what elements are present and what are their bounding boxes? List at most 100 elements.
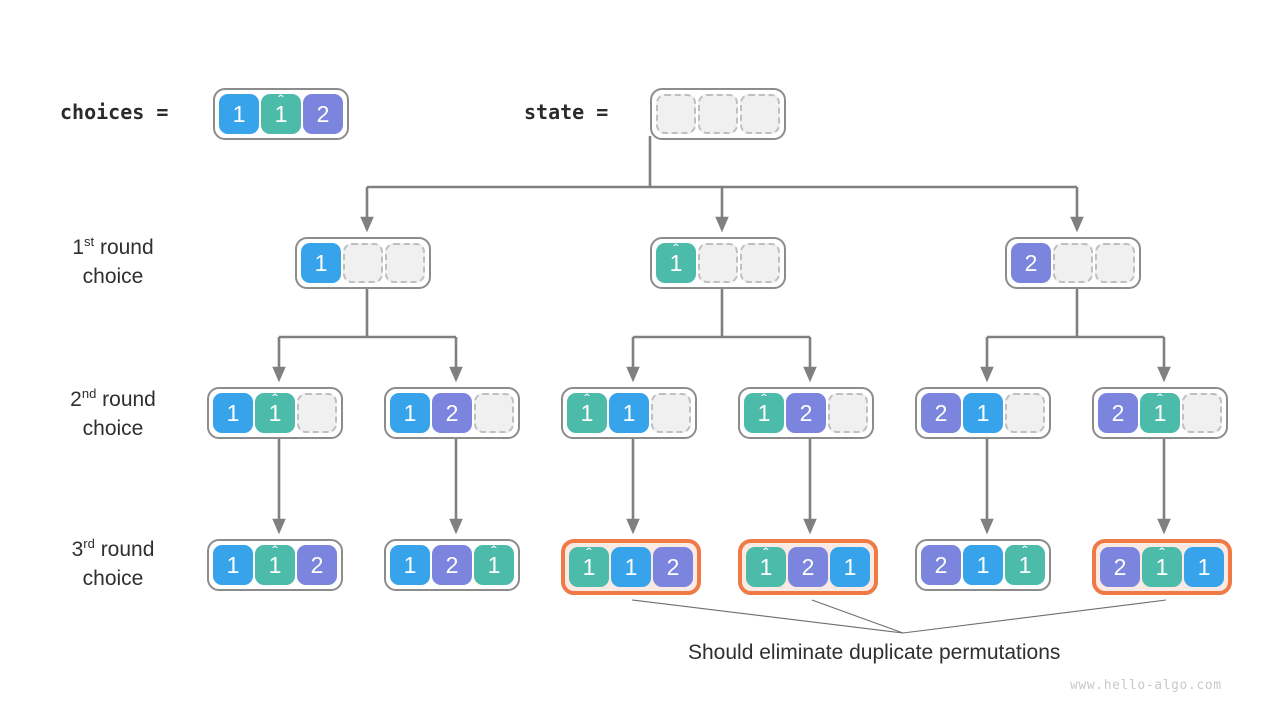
- cell-value: 1: [314, 249, 328, 276]
- hat-icon: ˆ: [1159, 544, 1165, 564]
- cell-value: 1: [403, 551, 417, 578]
- cell-value: 1: [226, 399, 240, 426]
- state-array[interactable]: [650, 88, 786, 140]
- round2-node-3-cell-3: [651, 393, 691, 433]
- cell-value: 1: [976, 551, 990, 578]
- cell-value: 1: [268, 551, 282, 578]
- cell-value: 1: [232, 100, 246, 127]
- hat-icon: ˆ: [272, 542, 278, 562]
- cell-value: 2: [310, 551, 324, 578]
- hat-icon: ˆ: [1022, 542, 1028, 562]
- hat-icon: ˆ: [584, 390, 590, 410]
- cell-value: 1: [580, 399, 594, 426]
- round2-node-4-cell-3: [828, 393, 868, 433]
- cell-value: 1: [403, 399, 417, 426]
- round-label-1-line1: 1st round: [72, 234, 154, 259]
- round1-node-2-cell-2: [698, 243, 738, 283]
- round2-node-1-cell-1: 1: [213, 393, 253, 433]
- hat-icon: ˆ: [272, 390, 278, 410]
- round2-node-4-cell-2: 2: [786, 393, 826, 433]
- cell-value: 1: [1153, 399, 1167, 426]
- round2-node-2-cell-1: 1: [390, 393, 430, 433]
- hat-icon: ˆ: [763, 544, 769, 564]
- cell-value: 1: [669, 249, 683, 276]
- round2-node-5-cell-3: [1005, 393, 1045, 433]
- hat-icon: ˆ: [586, 544, 592, 564]
- cell-value: 1: [624, 553, 638, 580]
- round3-node-6-cell-1: 2: [1100, 547, 1140, 587]
- cell-value: 2: [799, 399, 813, 426]
- state-array-cell-3: [740, 94, 780, 134]
- round-label-3-line2: choice: [82, 567, 144, 590]
- cell-value: 2: [934, 399, 948, 426]
- cell-value: 2: [316, 100, 330, 127]
- cell-value: 1: [976, 399, 990, 426]
- round-label-1: 1st round choice: [18, 233, 208, 291]
- cell-value: 2: [445, 551, 459, 578]
- round1-node-3[interactable]: 2: [1005, 237, 1141, 289]
- cell-value: 1: [1197, 553, 1211, 580]
- round-label-3: 3rd round choice: [18, 535, 208, 593]
- round3-node-5-cell-2: 1: [963, 545, 1003, 585]
- cell-value: 2: [1113, 553, 1127, 580]
- round3-node-6-cell-3: 1: [1184, 547, 1224, 587]
- callout-leader-3: [902, 599, 1167, 634]
- round2-node-2-cell-2: 2: [432, 393, 472, 433]
- cell-value: 1: [622, 399, 636, 426]
- cell-value: 1: [226, 551, 240, 578]
- choices-array-cell-1: 1: [219, 94, 259, 134]
- round2-node-1-cell-3: [297, 393, 337, 433]
- cell-value: 1: [274, 100, 288, 127]
- cell-value: 1: [1018, 551, 1032, 578]
- choices-array-cell-3: 2: [303, 94, 343, 134]
- round1-node-3-cell-1: 2: [1011, 243, 1051, 283]
- round1-node-1[interactable]: 1: [295, 237, 431, 289]
- cell-value: 2: [445, 399, 459, 426]
- choices-label: choices =: [60, 100, 169, 124]
- state-array-cell-1: [656, 94, 696, 134]
- cell-value: 2: [801, 553, 815, 580]
- hat-icon: ˆ: [1157, 390, 1163, 410]
- round-label-2: 2nd round choice: [18, 385, 208, 443]
- round-label-3-line1: 3rd round: [71, 536, 155, 561]
- cell-value: 1: [268, 399, 282, 426]
- round-label-2-line2: choice: [82, 417, 144, 440]
- state-array-cell-2: [698, 94, 738, 134]
- round3-node-1-cell-1: 1: [213, 545, 253, 585]
- duplicate-caption: Should eliminate duplicate permutations: [688, 641, 1061, 664]
- round-label-1-line2: choice: [82, 265, 144, 288]
- round3-node-1-cell-3: 2: [297, 545, 337, 585]
- cell-value: 1: [757, 399, 771, 426]
- round3-node-4-cell-2: 2: [788, 547, 828, 587]
- round2-node-5-cell-1: 2: [921, 393, 961, 433]
- cell-value: 1: [1155, 553, 1169, 580]
- round3-node-4-cell-3: 1: [830, 547, 870, 587]
- round3-node-2-cell-1: 1: [390, 545, 430, 585]
- watermark: www.hello-algo.com: [1070, 678, 1222, 693]
